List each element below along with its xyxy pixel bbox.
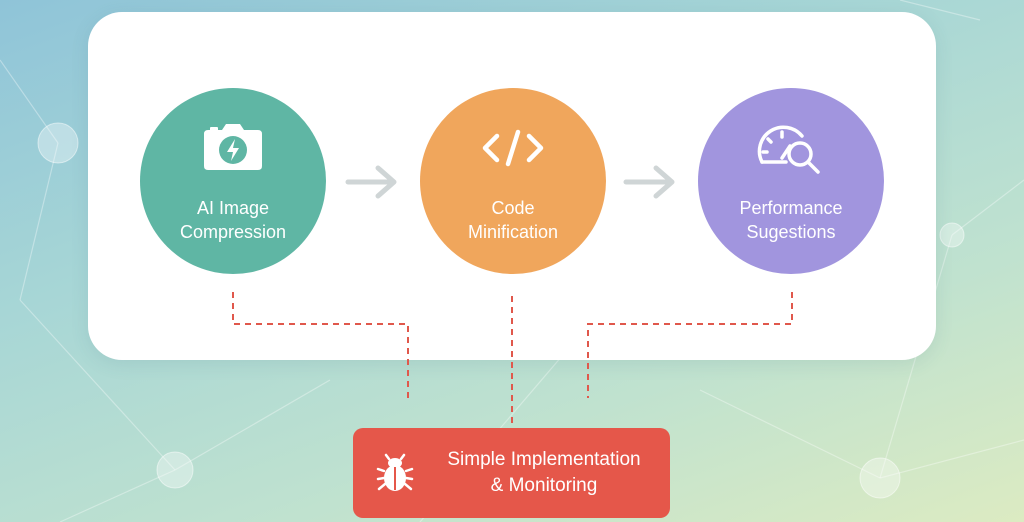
step-label: Code Minification [467, 198, 559, 242]
speedometer-search-icon [756, 124, 826, 174]
camera-bolt-icon [202, 124, 264, 172]
implementation-monitoring-box: Simple Implementation & Monitoring [353, 428, 670, 518]
bug-icon [375, 453, 415, 493]
code-brackets-icon [481, 124, 545, 172]
step-label: Performance Sugestions [739, 198, 843, 242]
bottom-box-label: Simple Implementation & Monitoring [447, 449, 641, 496]
step-ai-image-compression: AI Image Compression [140, 88, 326, 274]
step-label: AI Image Compression [179, 198, 287, 242]
step-code-minification: Code Minification [420, 88, 606, 274]
step-performance-suggestions: Performance Sugestions [698, 88, 884, 274]
